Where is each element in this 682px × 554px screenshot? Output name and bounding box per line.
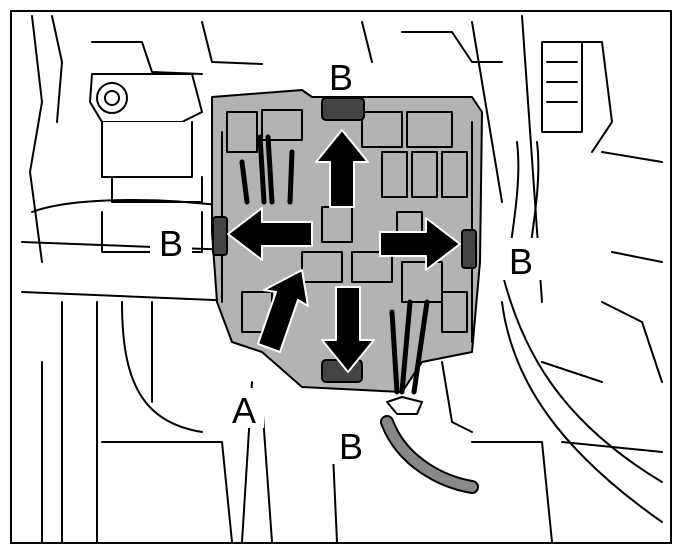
arrow-down-icon (321, 286, 375, 373)
callout-b-right: B (509, 241, 533, 282)
right-hose (506, 41, 583, 273)
fuse-box-illustration: B B B B A (21, 15, 663, 542)
release-tab-right (461, 229, 477, 269)
left-bracket (89, 73, 203, 253)
callout-b-bottom: B (339, 426, 363, 467)
release-tab-left (212, 216, 228, 256)
release-tab-top (321, 97, 365, 121)
wire-harness-left (239, 134, 295, 205)
arrow-diagonal-icon (257, 269, 309, 353)
callout-b-left: B (159, 223, 183, 264)
arrow-left-icon (227, 207, 313, 261)
wire-harness-bottom (380, 299, 479, 494)
callout-a: A (232, 390, 256, 431)
release-tabs (212, 97, 477, 383)
diagram-frame: B B B B A (10, 10, 672, 544)
arrow-up-icon (315, 129, 369, 208)
arrow-right-icon (379, 217, 461, 271)
callout-b-top: B (329, 57, 353, 98)
